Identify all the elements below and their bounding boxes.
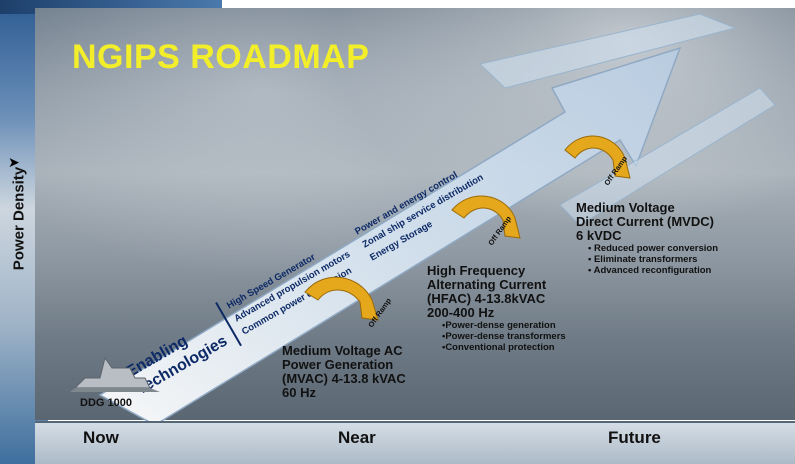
slide-title: NGIPS ROADMAP: [72, 38, 370, 76]
stage-bullet: • Advanced reconfiguration: [588, 265, 712, 276]
stage-bullet: • Eliminate transformers: [588, 254, 698, 265]
stage-hfac: High Frequency Alternating Current (HFAC…: [427, 263, 566, 354]
stage-bullet: •Power-dense transformers: [442, 331, 566, 342]
enabling-divider: [215, 301, 242, 347]
power-density-axis: Power Density ➤: [0, 120, 36, 320]
stage-bullet: •Power-dense generation: [442, 320, 556, 331]
stage-mvdc: Medium Voltage Direct Current (MVDC) 6 k…: [576, 200, 719, 277]
timeline-bar: [35, 421, 795, 464]
stage-bullet: • Reduced power conversion: [588, 243, 719, 254]
stage-title-line: 60 Hz: [282, 385, 316, 400]
stage-bullet: •Conventional protection: [442, 342, 555, 353]
stage-title-line: High Frequency: [427, 263, 526, 278]
timeline-future: Future: [608, 428, 661, 447]
off-ramp-arrow-icon: [564, 135, 631, 179]
stage-title-line: Medium Voltage AC: [282, 343, 403, 358]
stage-title-line: Medium Voltage: [576, 200, 675, 215]
arrow-prong-upper: [478, 13, 737, 89]
stage-title-line: (HFAC) 4-13.8kVAC: [427, 291, 546, 306]
stage-title-line: Power Generation: [282, 357, 394, 372]
axis-arrow-icon: ➤: [8, 154, 20, 170]
timeline-now: Now: [83, 428, 119, 447]
stage-title-line: 6 kVDC: [576, 228, 622, 243]
stage-title-line: Direct Current (MVDC): [576, 214, 714, 229]
stage-title-line: Alternating Current: [427, 277, 547, 292]
timeline-near: Near: [338, 428, 376, 447]
main-arrow: [98, 46, 682, 426]
ship-label: DDG 1000: [80, 397, 132, 409]
stage-title-line: 200-400 Hz: [427, 305, 495, 320]
ship-icon: [70, 356, 160, 392]
stage-title-line: (MVAC) 4-13.8 kVAC: [282, 371, 406, 386]
off-ramp-arrow-icon: [304, 276, 379, 321]
off-ramp-arrow-icon: [451, 195, 521, 239]
arrow-prong-lower: [559, 87, 776, 226]
stage-mvac: Medium Voltage AC Power Generation (MVAC…: [282, 344, 406, 400]
